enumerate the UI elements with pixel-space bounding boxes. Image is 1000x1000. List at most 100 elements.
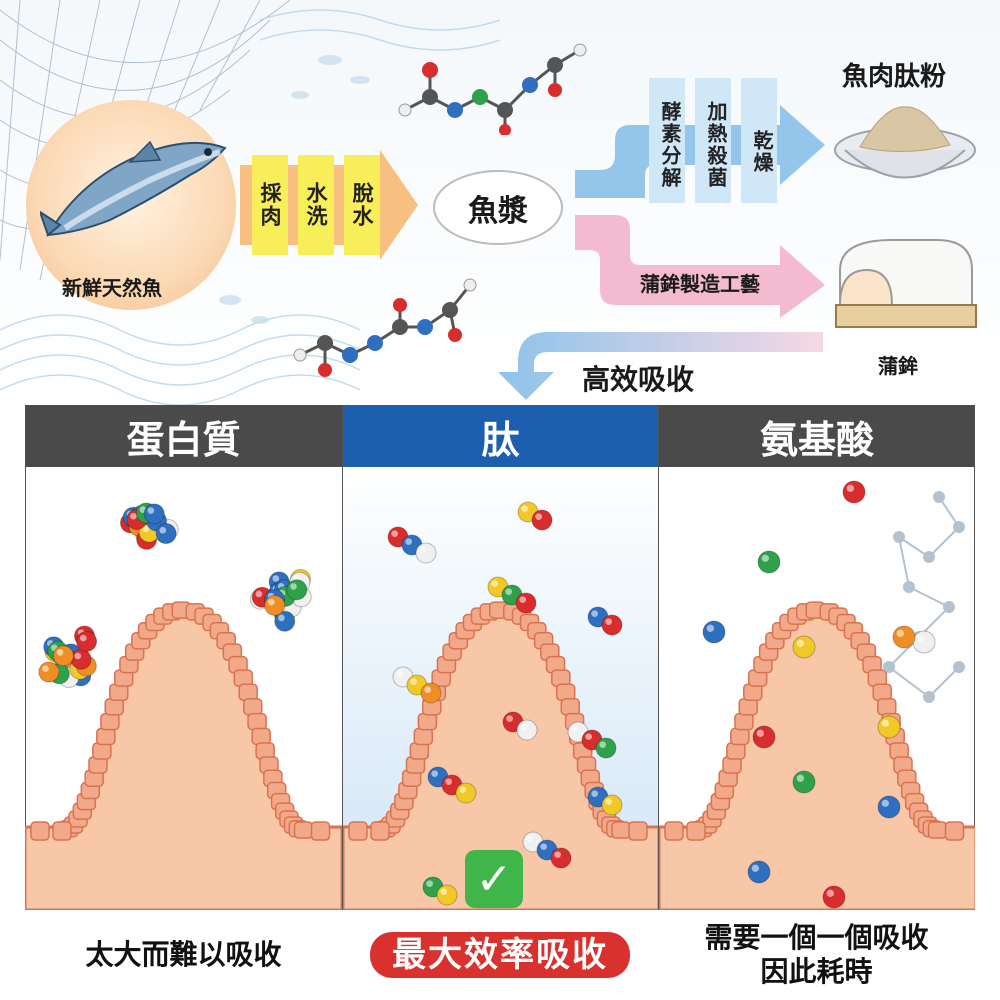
molecule-ball: [792, 770, 816, 794]
villus-protein: [25, 502, 342, 910]
fish-label: 新鮮天然魚: [62, 276, 162, 300]
molecule-ball: [286, 579, 308, 601]
villus-cell: [734, 712, 754, 731]
molecule-ball: [436, 884, 458, 906]
villus-cell: [104, 698, 124, 716]
molecule-ball: [70, 648, 92, 670]
molecule-ball: [842, 480, 866, 504]
molecule-ball: [76, 630, 98, 652]
villus-cell: [96, 727, 116, 746]
process-arrow-pink: [575, 215, 825, 318]
villus-cell: [92, 742, 112, 760]
kamaboko-label: 蒲鉾: [878, 354, 918, 378]
panel-protein: 蛋白質: [25, 405, 342, 910]
molecule-ball: [550, 847, 572, 869]
panel-amino-title: 氨基酸: [659, 405, 975, 467]
molecule-ball: [420, 682, 442, 704]
molecule-ball: [892, 625, 916, 649]
molecule-ball: [601, 794, 623, 816]
molecule-ball: [595, 737, 617, 759]
villus-cell: [726, 742, 746, 760]
molecule-ball: [52, 645, 74, 667]
villus-cell: [877, 698, 897, 716]
molecule-ball: [877, 795, 901, 819]
molecule-ball: [516, 719, 538, 741]
villus-cell: [370, 821, 390, 841]
villus-cell: [293, 821, 314, 839]
molecule-ball: [877, 715, 901, 739]
panel-peptide-title: 肽: [343, 405, 658, 467]
molecule-ball: [38, 661, 60, 683]
villus-cell: [611, 821, 631, 839]
molecule-ball: [702, 620, 726, 644]
caption-protein-line1: 太大而難以吸收: [85, 938, 282, 971]
panel-amino: 氨基酸: [658, 405, 975, 910]
step-meat: 採肉: [252, 155, 288, 255]
molecule-ball: [792, 635, 816, 659]
fish-icon: [40, 140, 227, 237]
villus-cell: [413, 727, 434, 746]
villus-cell: [52, 821, 72, 841]
villus-cell: [927, 821, 948, 839]
villus-cell: [417, 712, 438, 731]
molecule-ball: [747, 860, 771, 884]
step-wash: 水洗: [298, 155, 334, 255]
villus-amino: [659, 480, 975, 910]
kamaboko-process-label: 蒲鉾製造工藝: [640, 272, 760, 296]
villus-cell: [30, 821, 50, 841]
molecule-icon-2: [293, 278, 477, 377]
villus-cell: [555, 683, 576, 701]
caption-amino-line2: 因此耗時: [760, 955, 873, 988]
fish-paste-text: 魚漿: [468, 193, 528, 229]
panel-protein-title: 蛋白質: [25, 405, 342, 467]
panel-peptide: 肽: [342, 405, 658, 910]
villus-cell: [247, 712, 267, 731]
molecule-ball: [601, 614, 623, 636]
absorb-arrow: [498, 332, 823, 400]
molecule-ball: [531, 509, 553, 531]
villus-cell: [251, 727, 271, 746]
villus-cell: [738, 698, 758, 716]
villus-peptide: [343, 467, 658, 910]
check-mark-icon: ✓: [465, 850, 523, 908]
molecule-ball: [264, 594, 286, 616]
villus-cell: [872, 683, 892, 701]
molecule-ball: [455, 782, 477, 804]
villus-cell: [686, 821, 706, 841]
powder-label: 魚肉肽粉: [842, 62, 947, 92]
molecule-ball: [912, 630, 936, 654]
molecule-ball: [274, 610, 296, 632]
molecule-ball: [155, 523, 177, 545]
molecule-icon: [398, 43, 587, 135]
molecule-ball: [822, 885, 846, 909]
villus-cell: [348, 821, 368, 841]
villus-cell: [730, 727, 750, 746]
villus-cell: [243, 698, 263, 716]
caption-protein: 太大而難以吸收: [25, 915, 342, 995]
villus-cell: [560, 698, 581, 716]
caption-peptide-badge: 最大效率吸收: [370, 932, 630, 978]
small-fish-decor: [219, 55, 370, 324]
molecule-structure-decor: [883, 491, 965, 703]
villus-cell: [409, 742, 430, 760]
molecule-ball: [757, 550, 781, 574]
step-dehydrate: 脫水: [344, 155, 380, 255]
molecule-ball: [143, 503, 165, 525]
villus-cell: [100, 712, 120, 731]
absorb-label: 高效吸收: [582, 363, 695, 396]
kamaboko-icon: [835, 239, 977, 328]
step-dry: 乾燥: [741, 78, 777, 203]
villus-cell: [310, 821, 331, 841]
step-enzyme: 酵素分解: [649, 78, 685, 203]
fish-paste-label: 魚漿: [433, 170, 563, 245]
step-sterilize: 加熱殺菌: [695, 78, 731, 203]
villus-cell: [238, 683, 258, 701]
molecule-ball: [752, 725, 776, 749]
caption-amino-line1: 需要一個一個吸收: [704, 921, 929, 954]
powder-bowl-icon: [834, 106, 976, 179]
caption-peptide: 最大效率吸收: [342, 915, 658, 995]
villus-cell: [944, 821, 965, 841]
molecule-ball: [415, 542, 437, 564]
molecule-ball: [515, 592, 537, 614]
